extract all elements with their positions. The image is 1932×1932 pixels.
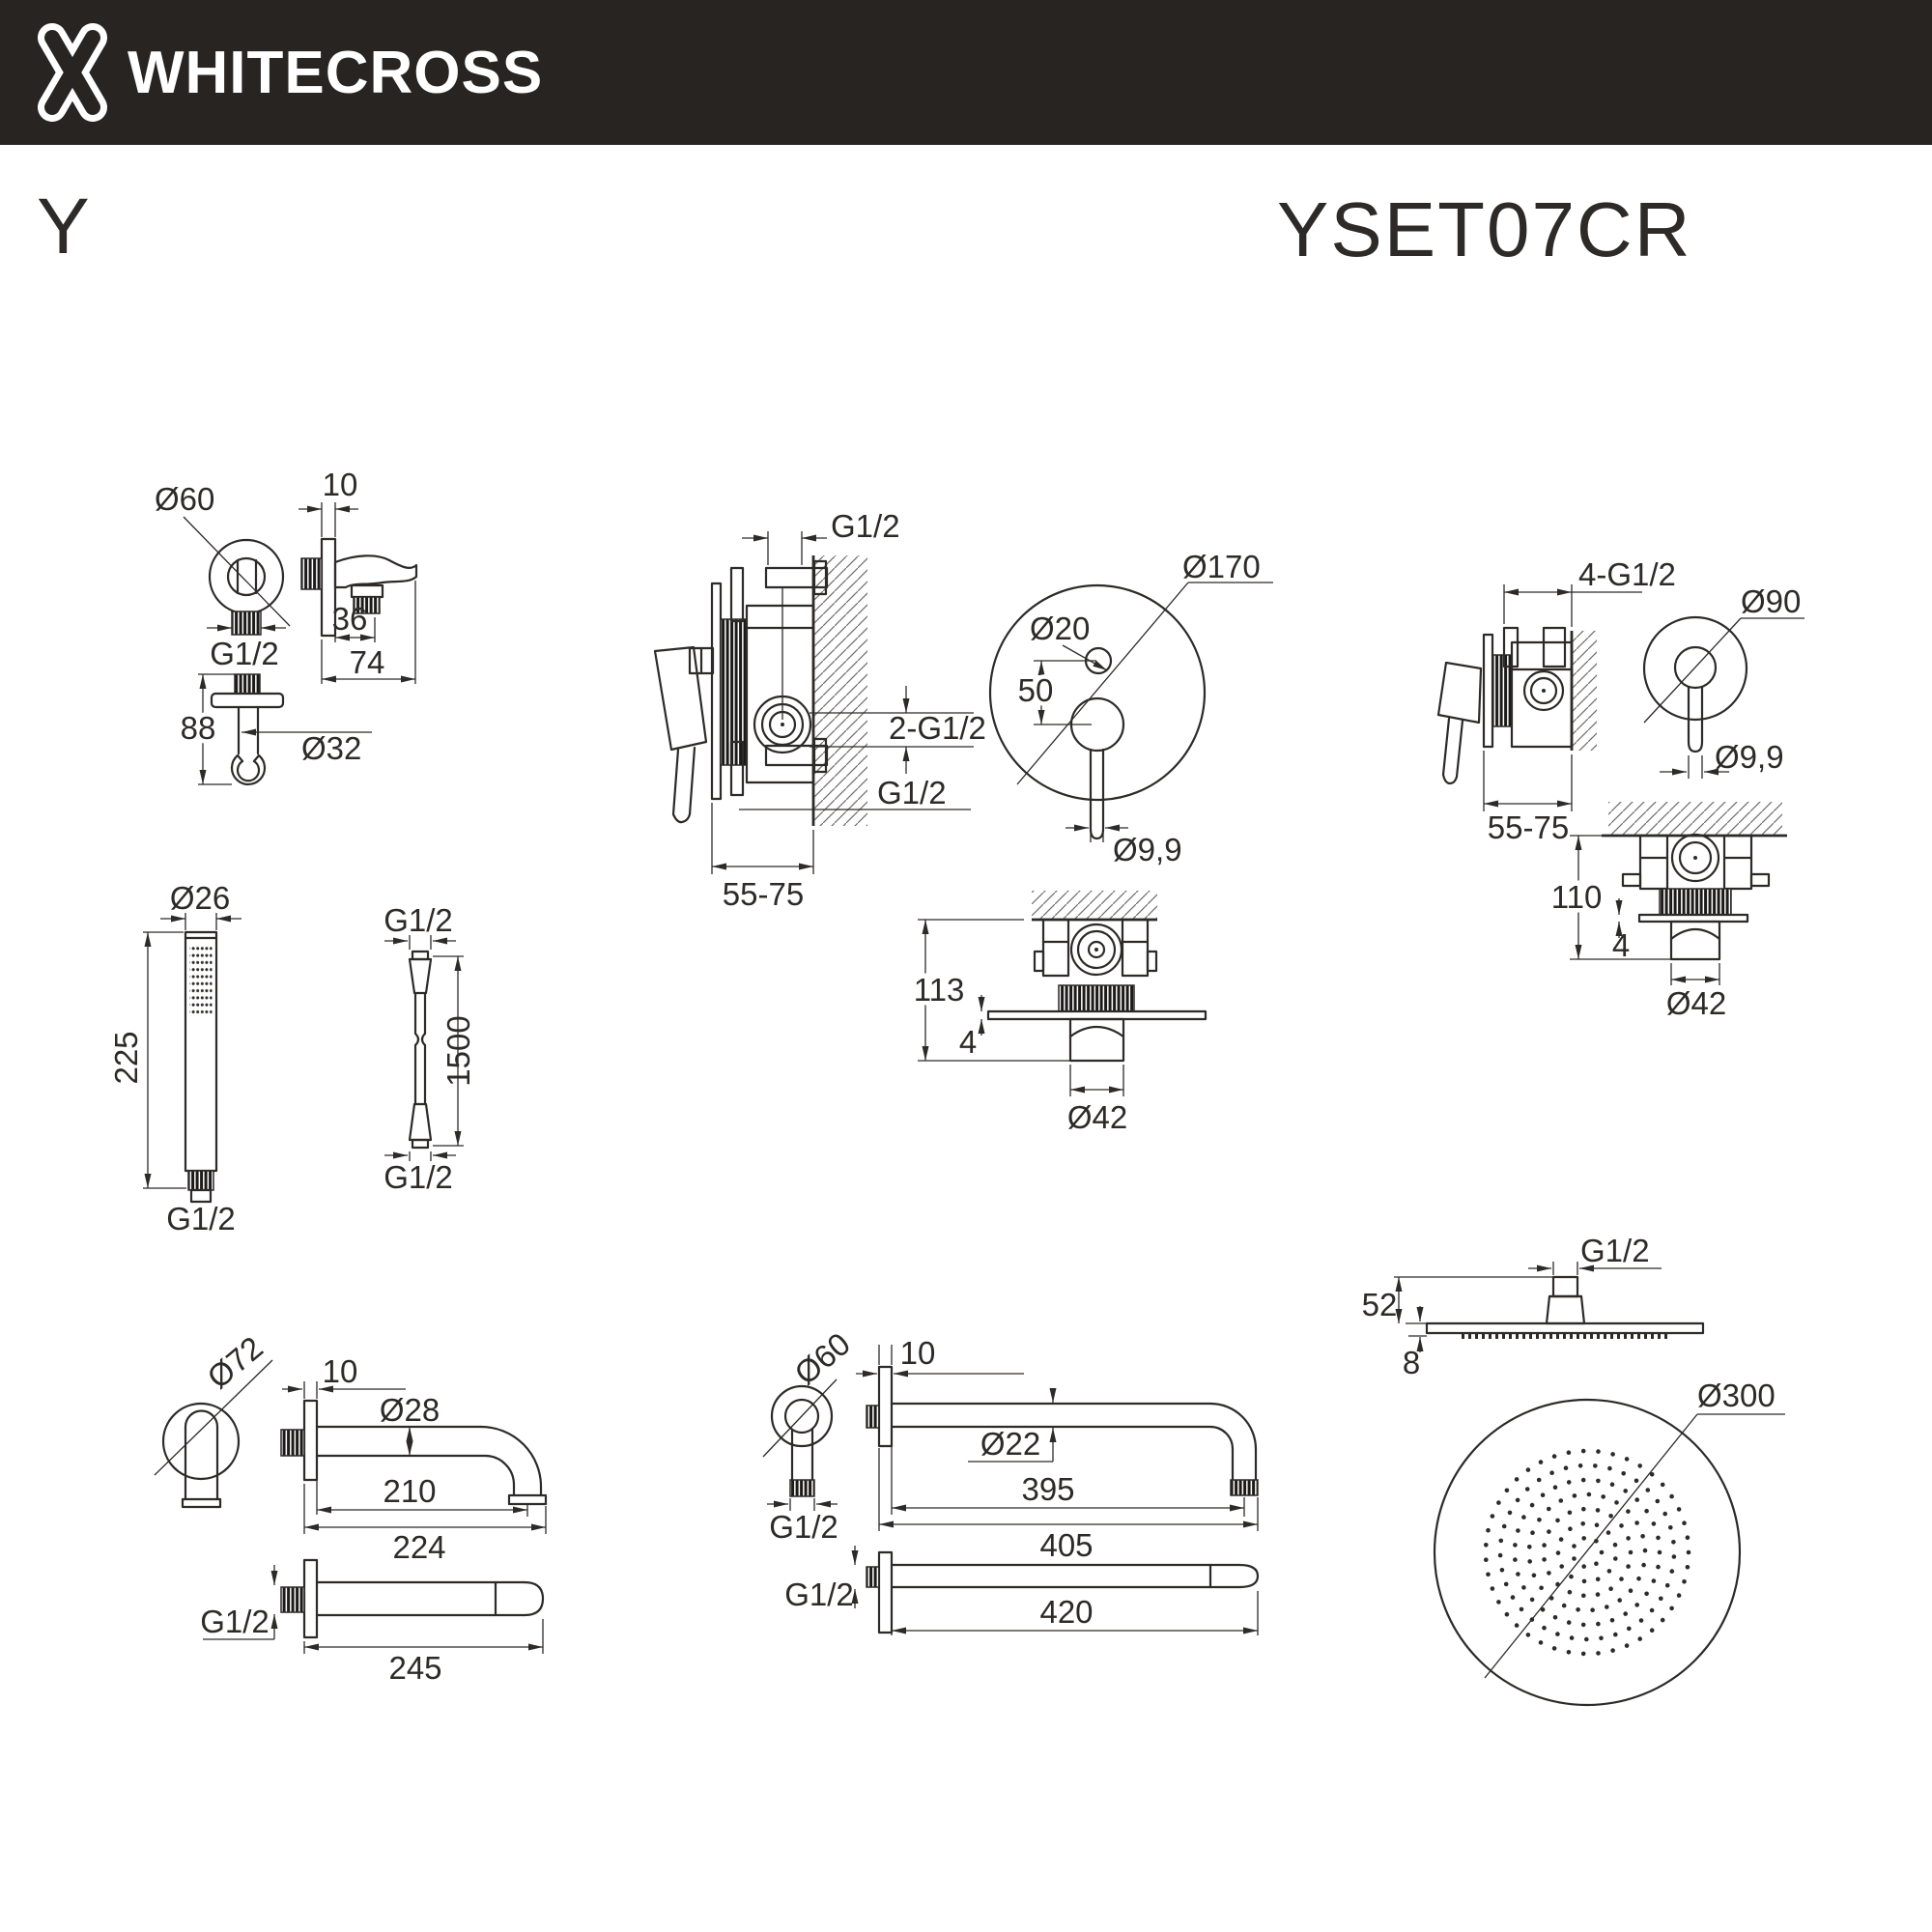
bath-spout-drawing: Ø72 10 Ø28 210 224 G1/2 245 bbox=[154, 1329, 548, 1686]
model-number: YSET07CR bbox=[1277, 186, 1692, 272]
spout-224-label: 224 bbox=[392, 1529, 445, 1565]
spout-thickness-label: 10 bbox=[323, 1353, 358, 1389]
wall-outlet-holder-linework bbox=[183, 502, 418, 785]
handshower-thread-label: G1/2 bbox=[166, 1201, 236, 1236]
mixer-bottom-linework bbox=[1570, 802, 1787, 985]
arm-dia-label: Ø60 bbox=[787, 1325, 857, 1391]
mixer-depth-label: 55-75 bbox=[1488, 810, 1569, 845]
mixer-ports-label: 4-G1/2 bbox=[1578, 556, 1676, 592]
outlet-74-label: 74 bbox=[350, 644, 385, 680]
overhead-shower-linework bbox=[1394, 1262, 1785, 1707]
outlet-thread-label: G1/2 bbox=[210, 636, 279, 671]
arm-420-label: 420 bbox=[1039, 1594, 1093, 1630]
head-dia-label: Ø300 bbox=[1697, 1378, 1776, 1413]
diverter-mixer-front-drawing: Ø170 Ø20 50 Ø9,9 bbox=[988, 549, 1273, 867]
outlet-dia32-label: Ø32 bbox=[301, 730, 361, 766]
diverter-dia42-label: Ø42 bbox=[1067, 1099, 1127, 1135]
mixer-front-drawing: Ø90 Ø9,9 bbox=[1642, 583, 1804, 779]
handshower-dia-label: Ø26 bbox=[170, 880, 230, 916]
hose-thread-top-label: G1/2 bbox=[384, 902, 453, 938]
shower-arm-drawing: Ø60 10 Ø22 395 405 G1/2 G1/2 420 bbox=[762, 1325, 1260, 1635]
arm-thickness-label: 10 bbox=[900, 1335, 936, 1371]
mixer-side-drawing: 4-G1/2 55-75 bbox=[1436, 556, 1676, 845]
mixer-side-linework bbox=[1436, 584, 1642, 811]
arm-dia22-label: Ø22 bbox=[980, 1426, 1040, 1462]
header-bar: WHITECROSS bbox=[0, 0, 1932, 145]
head-plate-label: 8 bbox=[1403, 1345, 1420, 1380]
diverter-mixer-bottom-linework bbox=[918, 891, 1208, 1096]
mixer-dia-label: Ø90 bbox=[1741, 583, 1801, 619]
diverter-plate-label: 4 bbox=[959, 1024, 977, 1060]
bath-spout-linework bbox=[154, 1359, 548, 1654]
mixer-plate-label: 4 bbox=[1612, 927, 1630, 963]
overhead-shower-drawing: G1/2 52 8 Ø300 bbox=[1362, 1233, 1785, 1707]
diverter-height-label: 113 bbox=[914, 972, 965, 1008]
head-thread-label: G1/2 bbox=[1580, 1233, 1650, 1268]
hose-drawing: G1/2 1500 G1/2 bbox=[384, 902, 476, 1195]
head-height-label: 52 bbox=[1362, 1287, 1398, 1322]
brand-name: WHITECROSS bbox=[128, 39, 544, 106]
arm-395-label: 395 bbox=[1021, 1471, 1074, 1507]
spout-245-label: 245 bbox=[388, 1650, 441, 1686]
mixer-height-label: 110 bbox=[1551, 879, 1603, 915]
arm-405-label: 405 bbox=[1039, 1527, 1093, 1563]
wall-outlet-holder-drawing: Ø60 10 G1/2 36 74 88 Ø32 bbox=[155, 467, 418, 785]
hose-length-label: 1500 bbox=[440, 1015, 476, 1086]
outlet-thickness-label: 10 bbox=[323, 467, 358, 502]
outlet-36-label: 36 bbox=[332, 601, 368, 637]
outlet-dia-label: Ø60 bbox=[155, 481, 214, 517]
shower-arm-linework bbox=[762, 1345, 1260, 1635]
whitecross-logo-icon bbox=[38, 23, 107, 122]
diverter-depth-label: 55-75 bbox=[723, 876, 804, 912]
spout-dia-label: Ø72 bbox=[200, 1329, 270, 1395]
arm-thread-front-label: G1/2 bbox=[769, 1509, 838, 1545]
diverter-thread-bottom-label: G1/2 bbox=[877, 775, 947, 810]
outlet-88-label: 88 bbox=[181, 710, 216, 746]
spout-thread-label: G1/2 bbox=[200, 1604, 270, 1639]
spout-210-label: 210 bbox=[383, 1473, 436, 1509]
diverter-mixer-side-drawing: G1/2 2-G1/2 G1/2 55-75 bbox=[653, 508, 986, 912]
arm-thread-top-label: G1/2 bbox=[784, 1577, 854, 1612]
hose-thread-bottom-label: G1/2 bbox=[384, 1159, 453, 1195]
diverter-mixer-side-linework bbox=[653, 531, 974, 874]
handshower-length-label: 225 bbox=[108, 1031, 144, 1084]
diverter-dia-label: Ø170 bbox=[1182, 549, 1261, 584]
series-title: Y bbox=[37, 183, 90, 270]
mixer-front-linework bbox=[1642, 615, 1804, 779]
nozzle-dots bbox=[1484, 1448, 1691, 1657]
diverter-thread-top-label: G1/2 bbox=[831, 508, 900, 544]
hose-linework bbox=[384, 935, 464, 1161]
handshower-linework bbox=[143, 913, 242, 1204]
handshower-drawing: Ø26 225 G1/2 bbox=[108, 880, 242, 1236]
mixer-bottom-drawing: 110 4 Ø42 bbox=[1547, 802, 1787, 1021]
mixer-dia42-label: Ø42 bbox=[1666, 985, 1726, 1021]
diverter-lever-label: Ø9,9 bbox=[1113, 832, 1182, 867]
diverter-mixer-bottom-drawing: 113 4 Ø42 bbox=[909, 891, 1208, 1135]
spout-dia28-label: Ø28 bbox=[380, 1392, 440, 1428]
diverter-button-label: Ø20 bbox=[1030, 611, 1090, 646]
diverter-offset-label: 50 bbox=[1018, 672, 1054, 708]
diverter-mixer-front-linework bbox=[988, 582, 1273, 842]
diverter-ports-label: 2-G1/2 bbox=[889, 710, 986, 746]
mixer-lever-label: Ø9,9 bbox=[1715, 739, 1784, 775]
